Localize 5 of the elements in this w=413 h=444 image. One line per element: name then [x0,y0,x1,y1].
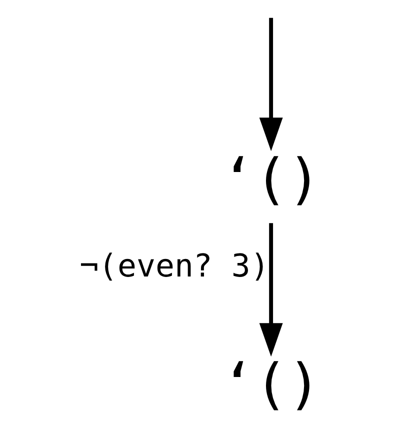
arrow [258,18,282,152]
node-text: ‘() [220,352,320,417]
node-text: ‘() [220,148,320,212]
edge-label: ¬(even? 3) [79,248,269,285]
arrow [258,223,282,357]
